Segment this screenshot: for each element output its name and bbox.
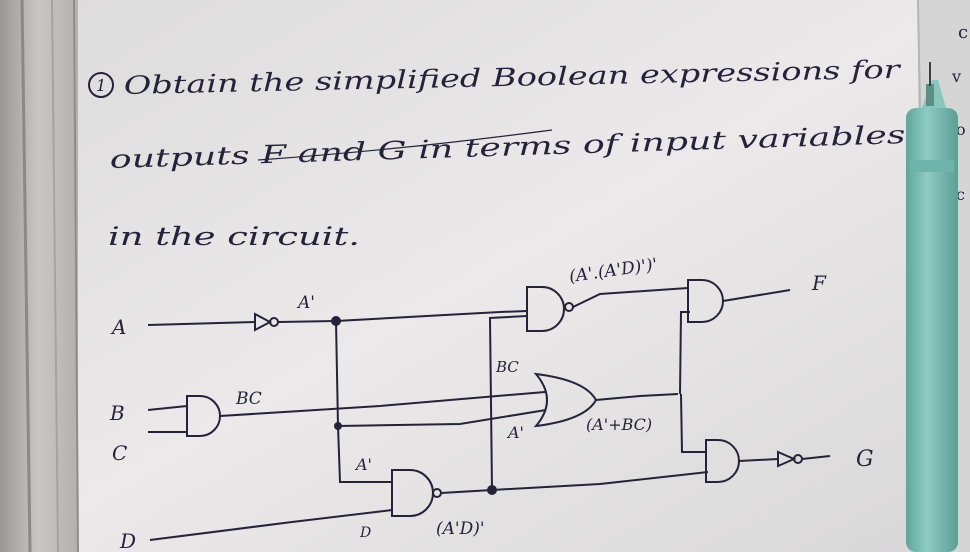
wire-or-to-g (680, 393, 706, 453)
binding-line (20, 0, 32, 552)
edge-letter: c (956, 185, 965, 204)
wire-b (147, 405, 188, 411)
output-f-label: F (811, 271, 827, 295)
a-not-nand-input-label: A' (354, 455, 372, 474)
a-not-label: A' (296, 293, 315, 313)
question-number: 1 (96, 76, 106, 95)
wire-or-out (595, 393, 679, 401)
binding-line (73, 0, 79, 552)
input-d-label: D (119, 529, 136, 552)
bc-or-input-label: BC (495, 358, 519, 376)
wire-a-not-down (335, 320, 392, 483)
wire-g-to-not (738, 458, 779, 462)
a-not-or-input-label: A' (506, 423, 524, 442)
input-c-label: C (112, 441, 127, 465)
wire-d (149, 509, 393, 541)
or-output-label: (A'+BC) (586, 415, 652, 434)
wire-a-not-to-nand2 (335, 310, 528, 322)
edge-letter: v (951, 67, 961, 86)
wire-f-out (722, 289, 791, 302)
wire-g-out (801, 455, 831, 460)
not-gate-a (254, 312, 273, 332)
input-b-label: B (109, 401, 125, 425)
wire-nand1-to-g (491, 471, 709, 491)
and-gate-g (705, 439, 740, 483)
question-line-3: in the circuit. (108, 222, 360, 251)
and-gate-f (687, 279, 724, 323)
wire-a-not-to-or (337, 409, 547, 427)
bc-label: BC (235, 389, 262, 409)
wire-a-not (277, 320, 337, 323)
or-gate (533, 372, 598, 428)
and-gate-bc (186, 395, 221, 437)
edge-letter: c (958, 22, 968, 43)
nand-gate-2 (526, 286, 565, 332)
underline (257, 129, 553, 161)
wire-nand1-out (440, 489, 493, 494)
wire-nand1-up (488, 315, 528, 491)
nand1-output-label: (A'D)' (436, 519, 485, 539)
question-number-circle (88, 72, 114, 98)
d-nand-input-label: D (359, 525, 371, 541)
binding-line (51, 0, 59, 552)
not-gate-g (777, 450, 797, 468)
wire-nand2-out (572, 287, 689, 308)
wire-a (147, 321, 256, 326)
edge-letter: o (956, 120, 966, 139)
page-binding-edge (0, 0, 78, 552)
input-a-label: A (110, 315, 126, 339)
output-g-label: G (856, 447, 874, 472)
logic-circuit (147, 279, 831, 541)
pen (906, 62, 958, 552)
